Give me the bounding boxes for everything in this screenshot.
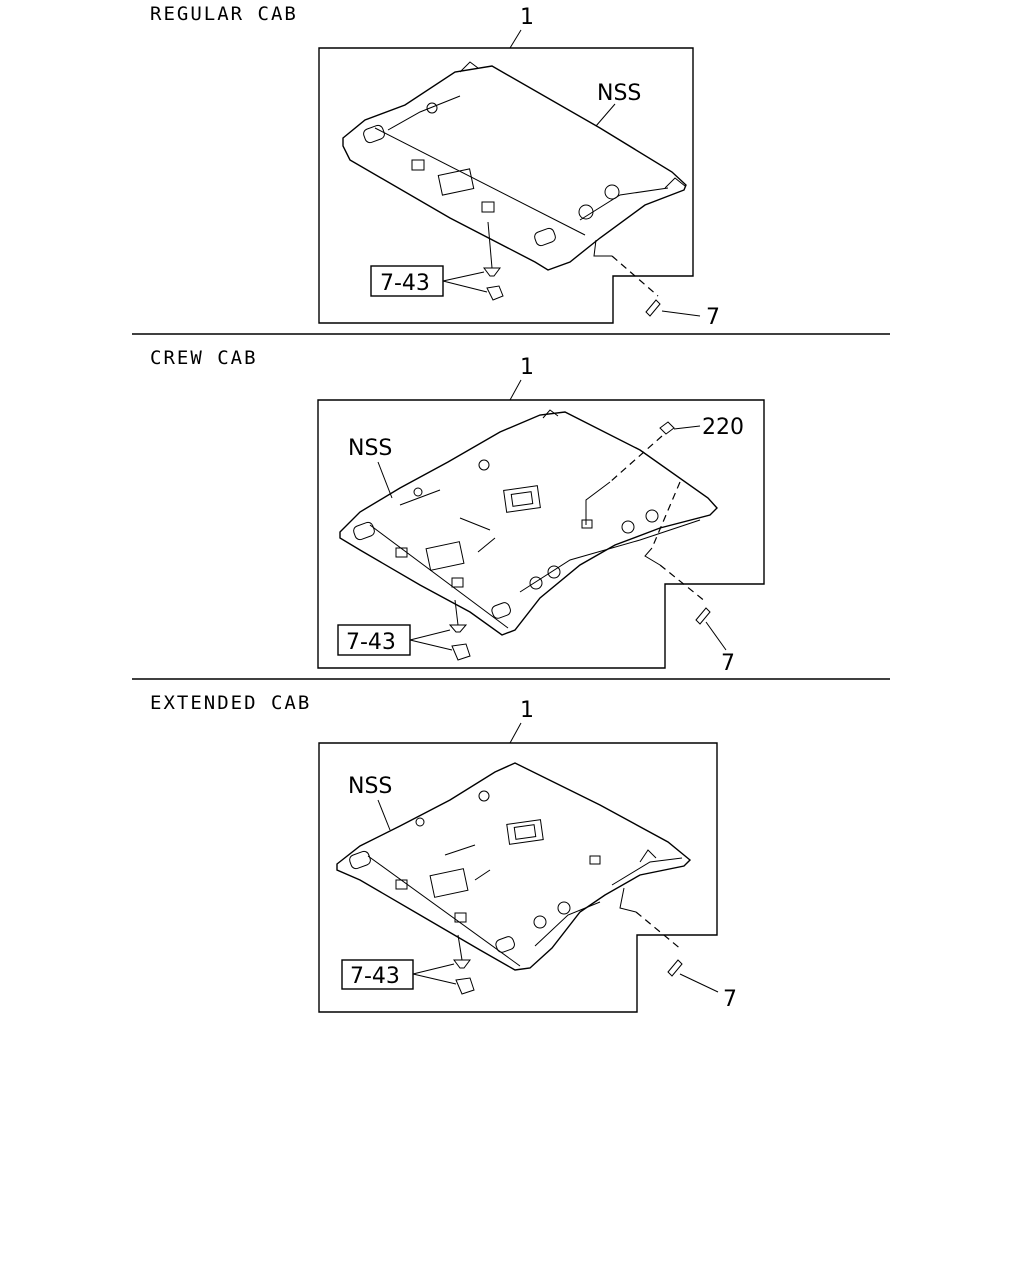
- leader-line: [705, 621, 727, 651]
- screw-label: 7: [706, 305, 720, 330]
- clip-icon: [448, 624, 468, 633]
- screw-leader: [611, 255, 659, 297]
- clip-icon: [483, 267, 501, 277]
- leader-line: [595, 103, 616, 127]
- part-number-label: 1: [520, 355, 534, 380]
- retainer-icon: [486, 285, 504, 301]
- screw-leader: [635, 911, 683, 951]
- frame: [318, 47, 694, 324]
- ref-box-label: 7-43: [380, 271, 430, 296]
- section-regular-cab: REGULAR CAB 1 7-43: [150, 3, 720, 330]
- headliner-illustration: [342, 61, 687, 271]
- screw-label: 7: [723, 987, 737, 1012]
- clip-leader: [609, 435, 663, 483]
- leader-line: [585, 481, 611, 525]
- screw-leader: [659, 564, 707, 603]
- screw-icon: [645, 299, 661, 317]
- leader-line: [409, 639, 453, 651]
- leader-line: [412, 973, 457, 985]
- section-title: CREW CAB: [150, 347, 258, 369]
- section-title: EXTENDED CAB: [150, 692, 311, 714]
- leader-line: [619, 887, 637, 913]
- part-number-label: 1: [520, 5, 534, 30]
- leader-line: [661, 310, 701, 317]
- screw-label: 7: [721, 651, 735, 676]
- leader-line: [644, 547, 661, 566]
- ref-box-label: 7-43: [346, 630, 396, 655]
- part-number-label: 1: [520, 698, 534, 723]
- clip-label: 220: [702, 415, 744, 440]
- retainer-icon: [451, 643, 471, 661]
- leader-line: [454, 599, 459, 626]
- screw-leader: [651, 481, 681, 549]
- leader-line: [509, 722, 522, 744]
- leader-line: [409, 629, 451, 641]
- leader-line: [509, 379, 522, 401]
- clip-icon: [453, 959, 471, 969]
- screw-icon: [667, 959, 683, 977]
- leader-line: [377, 799, 391, 831]
- retainer-icon: [455, 977, 475, 995]
- leader-line: [487, 221, 493, 269]
- headliner-illustration: [336, 762, 692, 971]
- ref-box-label: 7-43: [350, 964, 400, 989]
- leader-line: [442, 271, 485, 282]
- screw-icon: [695, 607, 711, 625]
- leader-line: [412, 963, 455, 975]
- nss-label: NSS: [348, 774, 392, 799]
- leader-line: [593, 239, 612, 257]
- leader-line: [442, 280, 488, 293]
- leader-line: [679, 973, 719, 993]
- section-crew-cab: CREW CAB 1: [150, 347, 765, 676]
- frame: [318, 742, 718, 1013]
- section-extended-cab: EXTENDED CAB 1: [150, 692, 737, 1013]
- frame: [317, 399, 765, 669]
- leader-line: [509, 29, 522, 49]
- leader-line: [377, 461, 393, 499]
- leader-line: [673, 425, 701, 430]
- section-title: REGULAR CAB: [150, 3, 298, 25]
- headliner-illustration: [339, 409, 718, 636]
- nss-label: NSS: [597, 81, 641, 106]
- clip-icon: [659, 421, 675, 435]
- leader-line: [457, 934, 463, 961]
- nss-label: NSS: [348, 436, 392, 461]
